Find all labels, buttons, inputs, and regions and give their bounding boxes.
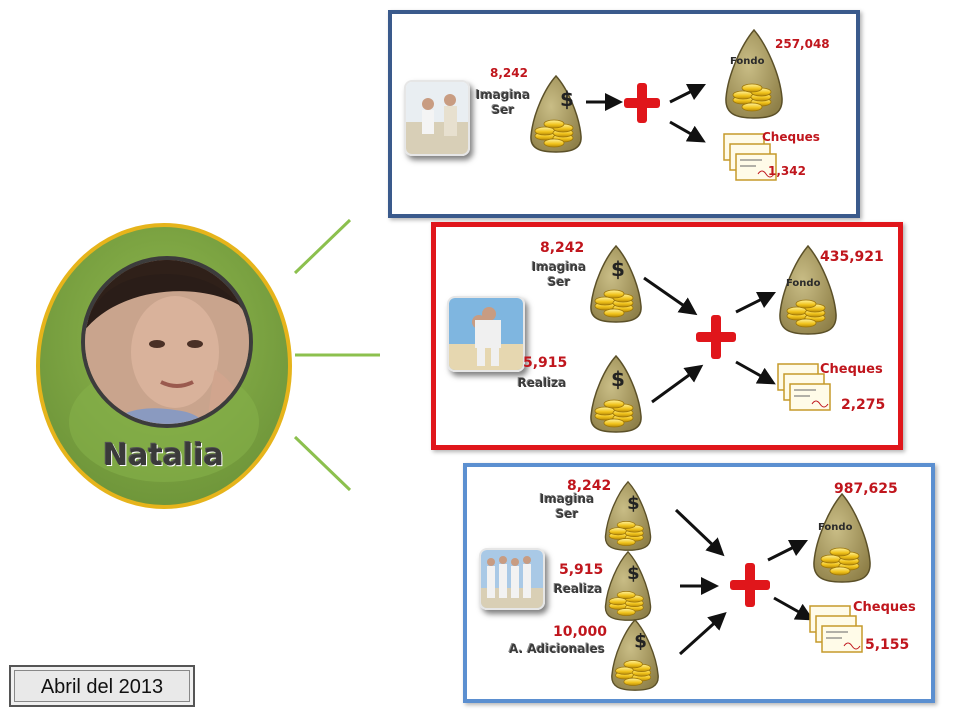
- cheques-icon: [808, 602, 872, 666]
- dollar-glyph: $: [560, 87, 574, 111]
- fondo-bag-icon: [722, 28, 786, 120]
- fondo-amount: 435,921: [820, 249, 884, 265]
- cheques-label: Cheques: [853, 600, 916, 615]
- arrow-icon: [735, 360, 776, 385]
- input-amount: 5,915: [559, 562, 604, 578]
- cheques-icon: [776, 360, 840, 424]
- date-box: Abril del 2013: [9, 665, 195, 707]
- input-name: Realiza: [553, 582, 603, 596]
- money-bag-icon: $: [599, 550, 657, 622]
- svg-text:$: $: [611, 367, 625, 391]
- money-bag-icon: $: [587, 244, 645, 324]
- cheques-icon: [722, 130, 786, 194]
- input-name: Imagina Ser: [475, 88, 531, 117]
- arrow-icon: [735, 291, 776, 314]
- svg-text:$: $: [634, 632, 647, 653]
- arrow-icon: [669, 83, 706, 104]
- arrow-icon: [643, 276, 698, 316]
- money-bag-icon: $: [606, 618, 664, 692]
- fondo-bag-icon: [776, 244, 840, 336]
- fondo-label: Fondo: [818, 522, 853, 533]
- input-name: Realiza: [517, 376, 567, 390]
- arrow-icon: [773, 596, 814, 621]
- photo-couple-piggyback: [447, 296, 525, 372]
- cheques-label: Cheques: [762, 130, 820, 144]
- input-name: A. Adicionales: [509, 642, 605, 656]
- photo-group-beach: [479, 548, 545, 610]
- input-amount: 10,000: [553, 624, 608, 640]
- svg-text:$: $: [627, 563, 640, 584]
- date-label: Abril del 2013: [14, 670, 190, 702]
- money-bag-icon: $: [599, 480, 657, 552]
- connector-lines: [293, 218, 380, 492]
- avatar: [81, 256, 253, 428]
- arrow-icon: [669, 120, 706, 143]
- arrow-icon: [678, 611, 727, 656]
- fondo-bag-icon: [810, 492, 874, 584]
- arrow-icon: [767, 539, 808, 562]
- input-amount: 8,242: [490, 66, 528, 80]
- arrow-icon: [651, 364, 704, 404]
- input-amount: 8,242: [567, 478, 612, 494]
- person-name: Natalia: [103, 438, 224, 473]
- arrow-icon: [674, 508, 725, 557]
- fondo-amount: 257,048: [775, 37, 830, 51]
- plus-icon: [622, 80, 662, 126]
- fondo-label: Fondo: [786, 278, 821, 289]
- money-bag-icon: $: [527, 74, 585, 154]
- cheques-label: Cheques: [820, 362, 883, 377]
- input-name: Imagina Ser: [539, 492, 595, 521]
- photo-couple-beach: [404, 80, 470, 156]
- svg-text:$: $: [611, 257, 625, 281]
- cheques-amount: 5,155: [865, 637, 910, 653]
- plus-icon: [728, 560, 772, 610]
- arrow-icon: [586, 93, 623, 111]
- money-bag-icon: $: [587, 354, 645, 434]
- arrow-icon: [680, 577, 719, 595]
- svg-text:$: $: [627, 493, 640, 514]
- cheques-amount: 2,275: [841, 397, 886, 413]
- input-amount: 8,242: [540, 240, 585, 256]
- fondo-amount: 987,625: [834, 481, 898, 497]
- input-name: Imagina Ser: [531, 260, 587, 289]
- plus-icon: [694, 312, 738, 362]
- input-amount: 5,915: [523, 355, 568, 371]
- fondo-label: Fondo: [730, 56, 765, 67]
- cheques-amount: 1,342: [768, 164, 806, 178]
